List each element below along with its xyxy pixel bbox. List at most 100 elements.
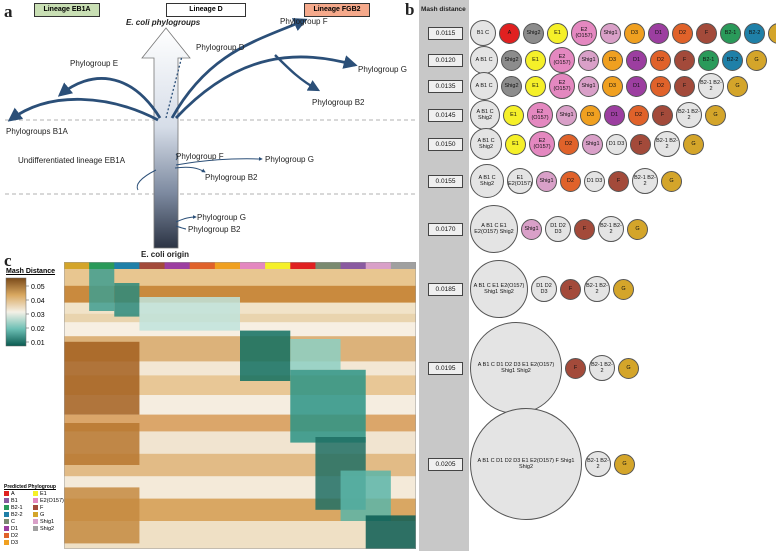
phylogroup-circle: E2 (O157) [529, 131, 555, 157]
phylogroup-circle: D1 [648, 22, 669, 44]
legend-swatch [33, 491, 38, 497]
phylogroup-circle: B2-1 B2-2 [589, 355, 615, 381]
legend-swatch [4, 505, 9, 511]
trunk-arrow [141, 27, 191, 249]
phylogroup-circle: F [696, 22, 717, 44]
label-phylogroup-d: Phylogroup D [196, 43, 245, 52]
phylogroup-circle: B2-1 [698, 49, 719, 71]
phylogroup-circle: Shig1 [578, 75, 599, 97]
phylogroup-circle: F [608, 170, 629, 192]
phylogroup-circle: E1 [503, 104, 524, 126]
branch-b2-top [274, 54, 321, 92]
phylogroup-circle: Shig2 [523, 22, 544, 44]
phylogroup-circle: A B1 C Shig2 [470, 164, 504, 198]
heatmap-block [114, 283, 140, 317]
phylogroup-circle: D1 D3 [584, 170, 605, 192]
phylogroup-circle: G [705, 104, 726, 126]
branch-undiff [136, 169, 157, 191]
distance-label: 0.0115 [428, 27, 463, 40]
branch-d [165, 55, 183, 119]
heatmap-block [340, 470, 391, 521]
distance-label: 0.0185 [428, 283, 463, 296]
heatmap-frame [64, 262, 416, 549]
phylogroup-circle: G [683, 133, 704, 155]
heatmap [64, 262, 417, 550]
heatmap-column-group [365, 262, 392, 269]
phylogroup-circle: D3 [602, 49, 623, 71]
phylogroup-circle: G [614, 453, 635, 475]
phylogroup-circle: G [613, 278, 634, 300]
phylogroup-circle: E1 [525, 75, 546, 97]
phylogroup-circle: F [674, 49, 695, 71]
branch-f-top [170, 18, 308, 119]
legend-swatch [33, 512, 38, 518]
phylogroup-circle: F [652, 104, 673, 126]
phylogroup-legend-item: D3 [4, 540, 18, 546]
label-phylogroup-b2-top: Phylogroup B2 [312, 98, 365, 107]
legend-swatch [33, 526, 38, 532]
phylogroup-circle: D3 [580, 104, 601, 126]
phylogroup-circle: F [674, 75, 695, 97]
heatmap-block [290, 339, 341, 370]
heatmap-column-group [64, 262, 90, 269]
phylogroup-legend-item: D2 [4, 533, 18, 539]
phylogroup-circle: B2-2 [722, 49, 743, 71]
heatmap-block [240, 330, 291, 381]
branch-b1a [7, 97, 159, 122]
scale-tick-label: 0.02 [31, 326, 45, 333]
phylogroup-circle: B2-1 B2-2 [598, 216, 624, 242]
heatmap-block [89, 269, 115, 311]
phylogroup-circle: E2 (O157) [549, 47, 575, 73]
phylogroup-circle: G [746, 49, 767, 71]
phylogroup-circle: B2-1 B2-2 [632, 168, 658, 194]
phylogroup-circle: A B1 C [470, 72, 498, 100]
phylogroup-circle: A B1 C D1 D2 D3 E1 E2(O157) Shig1 Shig2 [470, 322, 562, 414]
heatmap-block [365, 515, 416, 549]
phylogroup-circle: D3 [602, 75, 623, 97]
heatmap-column-group [390, 262, 417, 269]
phylogroup-legend-item: Shig1 [33, 519, 54, 525]
phylogroup-legend-item: B1 [4, 498, 18, 504]
heatmap-column-group [189, 262, 216, 269]
phylogroup-circle: A B1 C [470, 46, 498, 74]
phylogroup-circle: Shig1 [556, 104, 577, 126]
heatmap-column-group [139, 262, 166, 269]
phylogroup-legend-item: Shig2 [33, 526, 54, 532]
phylogroup-circle: F [574, 218, 595, 240]
phylogroup-circle: G [768, 22, 776, 44]
phylogeny-diagram [5, 18, 417, 249]
label-phylogroups-top: E. coli phylogroups [126, 18, 201, 27]
scale-tick-label: 0.03 [31, 312, 45, 319]
branch-e [57, 77, 162, 119]
phylogroup-circle: G [618, 357, 639, 379]
distance-label: 0.0205 [428, 458, 463, 471]
phylogroup-circle: G [661, 170, 682, 192]
phylogroup-circle: B2-1 [720, 22, 741, 44]
heatmap-block [64, 423, 140, 465]
heatmap-column-group [214, 262, 241, 269]
legend-swatch [4, 498, 9, 504]
phylogroup-legend-item: E2(O157) [33, 498, 64, 504]
panel-label-a: a [4, 2, 13, 21]
distance-label: 0.0135 [428, 80, 463, 93]
phylogroup-circle: B2-1 B2-2 [676, 102, 702, 128]
phylogroup-legend-item: E1 [33, 491, 47, 497]
label-phylogroup-g-top: Phylogroup G [358, 65, 407, 74]
phylogroup-circle: A B1 C D1 D2 D3 E1 E2(O157) F Shig1 Shig… [470, 408, 582, 520]
phylogroup-circle: B2-1 B2-2 [585, 451, 611, 477]
label-phylogroup-f-mid: Phylogroup F [176, 152, 224, 161]
phylogroup-circle: A B1 C E1 E2(O157) Shig1 Shig2 [470, 260, 528, 318]
distance-label: 0.0145 [428, 109, 463, 122]
distance-label: 0.0155 [428, 175, 463, 188]
phylogroup-circle: Shig1 [521, 218, 542, 240]
phylogroup-circle: D2 [628, 104, 649, 126]
distance-label: 0.0150 [428, 138, 463, 151]
phylogroup-legend-item: G [33, 512, 44, 518]
phylogroup-circle: D2 [672, 22, 693, 44]
mash-distance-title: Mash distance [421, 6, 466, 13]
phylogroup-legend-item: B2-1 [4, 505, 23, 511]
phylogroup-circle: D2 [650, 49, 671, 71]
legend-swatch [4, 519, 9, 525]
phylogroup-circle: D1 [626, 75, 647, 97]
